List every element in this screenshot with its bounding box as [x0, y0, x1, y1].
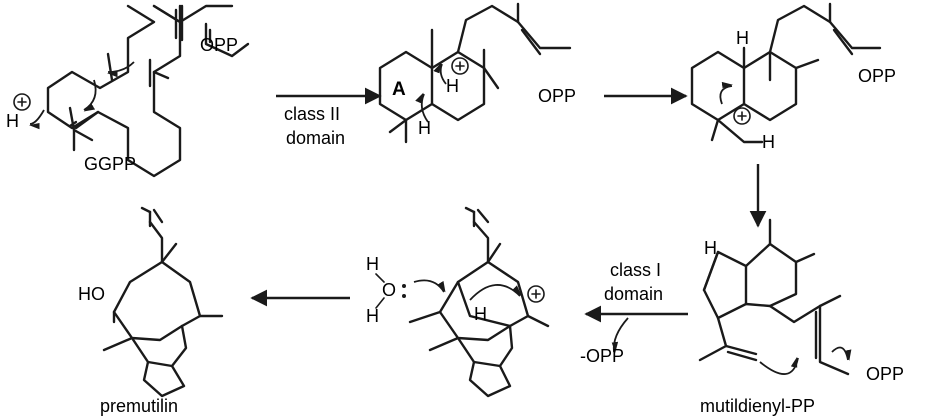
curly-arrow-2 — [106, 61, 135, 78]
water-oxygen: O — [382, 280, 396, 300]
domain-label-a: domain — [286, 128, 345, 148]
class-i-label: class I — [610, 260, 661, 280]
curly-arrow-11 — [413, 279, 446, 293]
curly-arrow-10 — [469, 284, 522, 301]
class-ii-label: class II — [284, 104, 340, 124]
leaving-group-label: -OPP — [580, 346, 624, 366]
methyl-hydrogen-label: H — [762, 132, 775, 152]
curly-arrow-8 — [831, 346, 852, 361]
curly-arrow-4 — [433, 62, 447, 85]
water-h-1: H — [366, 254, 379, 274]
bridge-hydrogen-label: H — [474, 304, 487, 324]
curly-arrow-7 — [759, 356, 799, 375]
opp-label-d: OPP — [866, 364, 904, 384]
opp-label-b: OPP — [538, 86, 576, 106]
positive-charge-icon — [13, 93, 31, 111]
opp-label-a: OPP — [200, 35, 238, 55]
h-plus-label: H — [6, 111, 19, 131]
premutilin-label: premutilin — [100, 396, 178, 416]
positive-charge-icon-4 — [527, 285, 545, 303]
ggpp-label: GGPP — [84, 154, 136, 174]
lone-pair-dot-2 — [402, 294, 406, 298]
hydrogen-label-top: H — [736, 28, 749, 48]
ring-a-label: A — [392, 79, 406, 100]
mutildienyl-pp-structure — [698, 218, 850, 376]
domain-label-b: domain — [604, 284, 663, 304]
positive-charge-icon-2 — [451, 57, 469, 75]
curly-arrow-1 — [83, 79, 97, 112]
curly-arrow-9 — [611, 317, 629, 353]
positive-charge-icon-3 — [733, 107, 751, 125]
ggpp-structure — [46, 4, 250, 178]
curly-arrow-3 — [28, 109, 45, 130]
rearranged-cation-structure — [690, 2, 882, 144]
curly-arrow-5 — [415, 92, 429, 123]
tetracyclic-cation-structure — [408, 206, 550, 398]
hydride-shift-h-1: H — [446, 76, 459, 96]
hydride-shift-h-2: H — [418, 118, 431, 138]
mutildienyl-hydrogen: H — [704, 238, 717, 258]
mutildienyl-pp-label: mutildienyl-PP — [700, 396, 815, 416]
hydroxyl-label: HO — [78, 284, 105, 304]
lone-pair-dot-1 — [402, 284, 406, 288]
curly-arrow-6 — [719, 81, 733, 105]
water-bonds — [375, 273, 385, 309]
bicyclic-cation-structure — [378, 2, 572, 144]
premutilin-structure — [102, 206, 224, 398]
opp-label-c: OPP — [858, 66, 896, 86]
water-h-2: H — [366, 306, 379, 326]
